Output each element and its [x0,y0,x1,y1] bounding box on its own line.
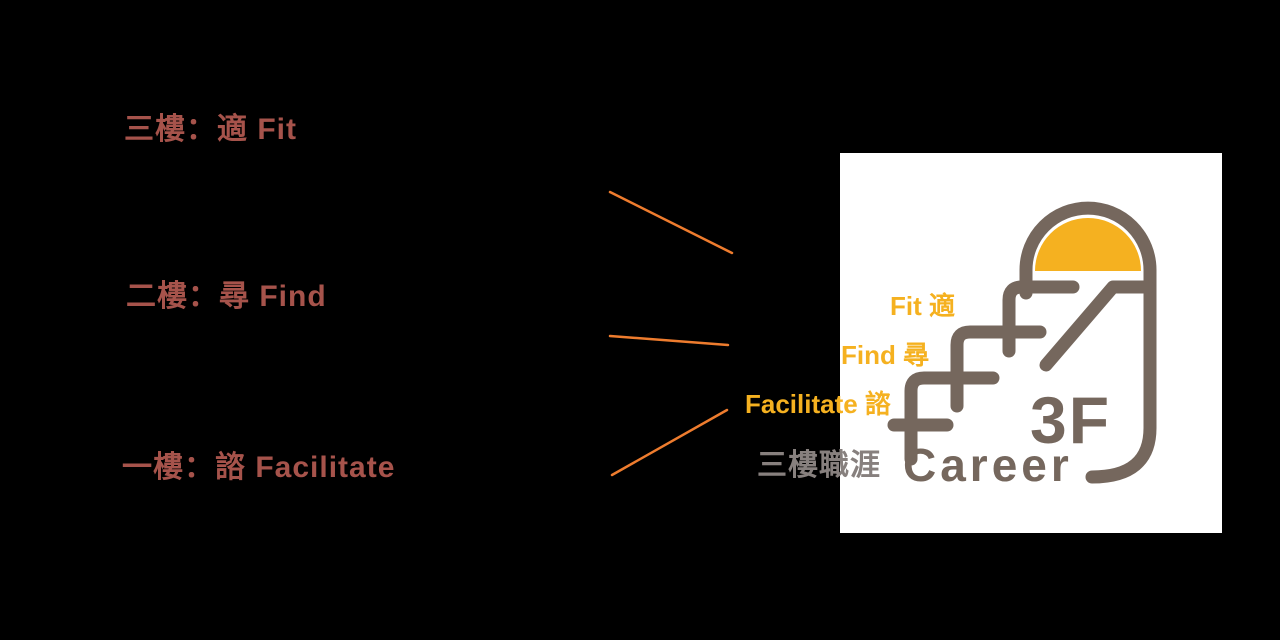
brand-number-text: 3F [1030,383,1111,457]
floor-label-2f: 二樓：尋 Find [126,280,327,313]
connector-line-fit [608,190,734,255]
dome-arch-icon [1019,201,1157,484]
stair-f3-icon [1002,280,1080,358]
brand-name-text: Career [903,439,1073,491]
floor-label-1f: 一樓：諮 Facilitate [122,451,396,484]
sun-semicircle-icon [1035,218,1141,271]
slide-diagonal-icon [1039,280,1155,372]
connector-line-facilitate [610,408,729,477]
logo-label-find: Find 尋 [841,340,930,370]
logo-label-fit: Fit 適 [890,291,955,321]
logo-label-career-zh: 三樓職涯 [757,449,881,482]
logo-card: 3F Career [840,153,1222,533]
logo-svg: 3F Career [887,201,1157,491]
logo-label-facilitate: Facilitate 諮 [745,389,891,419]
stair-f2-icon [950,325,1047,413]
floor-label-3f: 三樓：適 Fit [124,113,297,146]
connector-line-find [608,334,730,347]
stair-f1-icon [904,371,1000,466]
